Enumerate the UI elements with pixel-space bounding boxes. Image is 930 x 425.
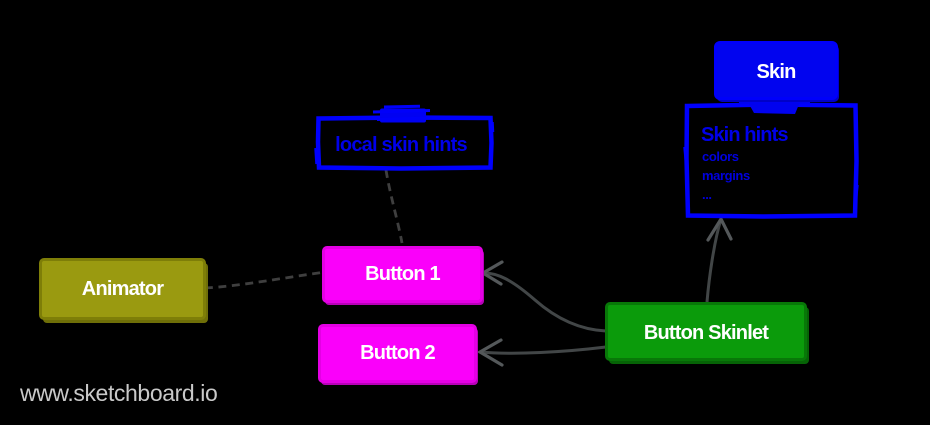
node-skin-label: Skin: [756, 60, 796, 83]
node-button-skinlet-label: Button Skinlet: [643, 321, 769, 344]
edge-local-skin-hints-to-button1: [384, 169, 404, 244]
node-local-skin-hints[interactable]: local skin hints: [316, 116, 493, 170]
watermark-text: www.sketchboard.io: [20, 380, 218, 406]
skin-hints-item-ellipsis: ...: [702, 187, 712, 202]
node-animator[interactable]: Animator: [39, 258, 206, 320]
arrowhead-skin-hints-icon: [706, 215, 733, 242]
node-skin[interactable]: Skin: [714, 41, 838, 100]
edge-skinlet-to-button1: [483, 271, 607, 333]
arrowhead-button1-icon: [479, 260, 504, 286]
edge-skinlet-to-skin-hints: [705, 218, 723, 303]
node-button1[interactable]: Button 1: [322, 246, 483, 303]
edge-animator-to-button1: [204, 271, 323, 290]
node-skin-hints-title: Skin hints: [701, 124, 788, 146]
node-skin-hints-items: colors margins ...: [702, 147, 750, 204]
skin-hints-outline-sketch-tick: [683, 146, 859, 200]
arrowhead-button2-icon: [476, 338, 504, 367]
skin-hints-item-colors: colors: [702, 149, 739, 164]
node-button-skinlet[interactable]: Button Skinlet: [605, 302, 807, 361]
node-button2-label: Button 2: [360, 342, 435, 364]
skin-hints-outline: [684, 102, 859, 219]
node-local-skin-hints-label: local skin hints: [335, 134, 467, 156]
skin-to-skin-hints-attachment: [738, 97, 811, 114]
skin-hints-item-margins: margins: [702, 168, 750, 183]
edge-skinlet-to-button2: [479, 345, 607, 355]
node-animator-label: Animator: [81, 277, 164, 300]
local-skin-hints-outline-sketch-tick: [314, 121, 495, 165]
node-button1-label: Button 1: [365, 263, 440, 285]
node-button2[interactable]: Button 2: [318, 324, 477, 383]
local-skin-hints-attachment-scribble: [372, 104, 433, 123]
node-skin-hints[interactable]: Skin hints colors margins ...: [684, 103, 858, 218]
